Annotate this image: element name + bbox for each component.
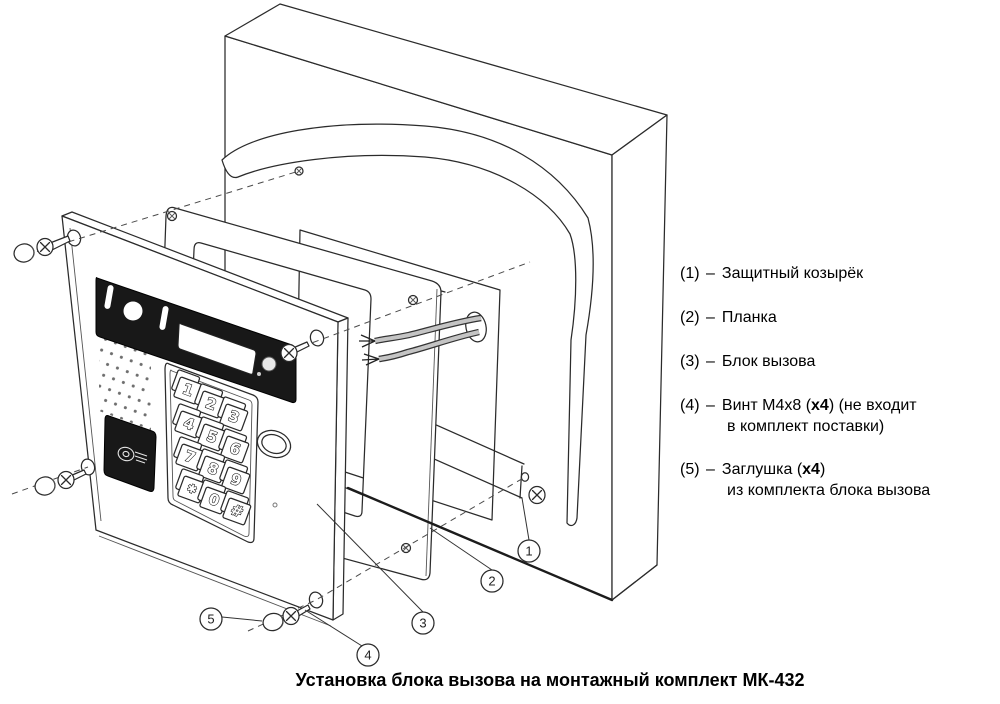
legend-item-1: (1)–Защитный козырёк xyxy=(680,265,864,282)
camera-lens xyxy=(123,301,143,321)
panel-hole-br xyxy=(308,591,325,610)
legend-text-line2: в комплект поставки) xyxy=(727,418,885,435)
legend-text: Планка xyxy=(721,309,777,326)
box-bottom-right-edge xyxy=(612,565,657,600)
box-mount-hole-br xyxy=(521,473,528,481)
legend-item-5: (5)–Заглушка (х4) из комплекта блока выз… xyxy=(680,461,931,499)
leader-line-2 xyxy=(430,528,492,570)
leader-line-4 xyxy=(305,610,362,646)
plug-bottom-left xyxy=(33,475,57,498)
light-sensor xyxy=(257,372,261,376)
svg-text:5: 5 xyxy=(207,612,214,627)
legend-item-3: (3)–Блок вызова xyxy=(680,353,816,370)
callout-leaders xyxy=(222,498,529,646)
legend-number: (1) xyxy=(680,265,700,282)
callout-3: 3 xyxy=(412,612,434,634)
key-6: 6 xyxy=(216,428,251,463)
panel-dot xyxy=(273,503,277,507)
plug-top-left xyxy=(12,242,36,265)
screw-bottom-right xyxy=(283,605,310,625)
legend-item-2: (2)–Планка xyxy=(680,309,777,326)
callout-5: 5 xyxy=(200,608,222,630)
legend-number: (4) xyxy=(680,397,700,414)
box-mount-hole-tl xyxy=(295,167,303,175)
key-5: 5 xyxy=(193,416,228,451)
callout-1: 1 xyxy=(518,540,540,562)
display-window xyxy=(178,323,256,374)
key-7: 7 xyxy=(171,436,206,471)
brand-logo xyxy=(116,445,147,463)
screw-bottom-left xyxy=(58,470,86,489)
leader-line-3 xyxy=(317,504,423,612)
wire-bundle xyxy=(359,318,481,365)
protective-visor xyxy=(222,124,593,525)
legend-item-4: (4)–Винт М4х8 (х4) (не входит в комплект… xyxy=(680,397,917,435)
ir-led xyxy=(262,357,276,371)
keypad: 1 2 3 4 5 6 7 8 9 ✱ 0 # xyxy=(165,363,258,542)
legend-text: Блок вызова xyxy=(721,353,816,370)
screw-top-right xyxy=(281,342,309,362)
callout-2: 2 xyxy=(481,570,503,592)
sensor-slot xyxy=(159,306,169,330)
callout-4: 4 xyxy=(357,644,379,666)
legend-number: (5) xyxy=(680,461,700,478)
key-1: 1 xyxy=(169,369,204,404)
legend-number: (2) xyxy=(680,309,700,326)
leader-line-1 xyxy=(522,498,529,540)
leader-line-5 xyxy=(222,617,262,621)
wire-hole xyxy=(463,310,489,344)
legend-text: Защитный козырёк xyxy=(721,265,864,282)
key-9: 9 xyxy=(217,459,252,494)
svg-text:3: 3 xyxy=(419,616,426,631)
key-hash: # xyxy=(218,490,253,525)
plate-screw-hole-tr xyxy=(409,296,418,305)
plug-bottom-right xyxy=(261,611,285,633)
rfid-reader-pad xyxy=(104,416,156,492)
screw-top-left xyxy=(37,236,70,256)
diagram-caption: Установка блока вызова на монтажный комп… xyxy=(295,670,805,690)
mic-slot xyxy=(104,285,114,309)
key-4: 4 xyxy=(170,403,205,438)
box-bottom-edge xyxy=(348,488,612,600)
svg-text:1: 1 xyxy=(525,544,532,559)
call-unit-panel: 1 2 3 4 5 6 7 8 9 ✱ 0 # xyxy=(62,212,348,626)
key-0: 0 xyxy=(195,479,230,514)
visor-screw-icon xyxy=(529,487,545,504)
legend-number: (3) xyxy=(680,353,700,370)
speaker-grille xyxy=(99,331,151,430)
key-2: 2 xyxy=(192,383,227,418)
svg-text:2: 2 xyxy=(488,574,495,589)
key-3: 3 xyxy=(215,396,250,431)
call-button xyxy=(254,426,295,462)
plate-screw-hole-tl xyxy=(168,212,177,221)
legend-text-line2: из комплекта блока вызова xyxy=(727,482,931,499)
svg-text:4: 4 xyxy=(364,648,371,663)
